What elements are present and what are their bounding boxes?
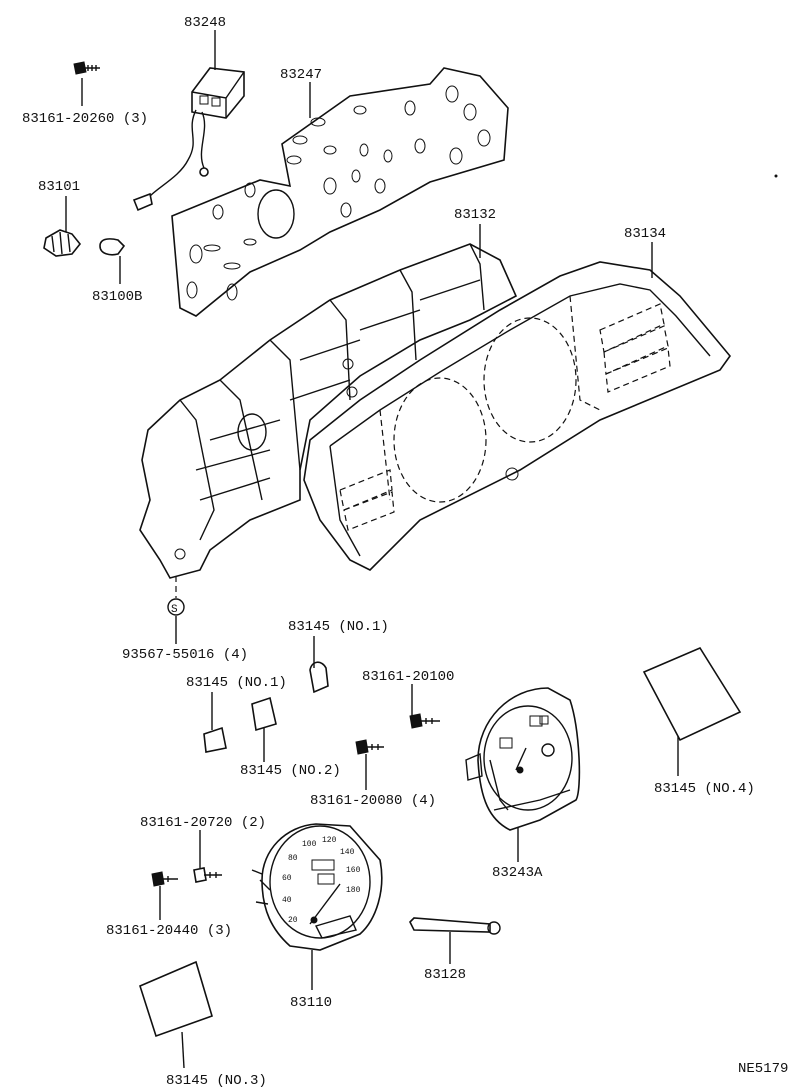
speedo-mark-100: 100 <box>302 840 317 849</box>
label-83161-20080: 83161-20080 (4) <box>310 793 436 809</box>
label-93567-55016: 93567-55016 (4) <box>122 647 248 663</box>
speedo-mark-140: 140 <box>340 848 355 857</box>
connector-83248 <box>132 67 245 212</box>
label-83100B: 83100B <box>92 289 142 305</box>
label-83247: 83247 <box>280 67 322 83</box>
screw-83161-20100 <box>409 713 440 729</box>
bulb-83100B <box>99 238 126 256</box>
label-83161-20100: 83161-20100 <box>362 669 454 685</box>
screw-83161-20260 <box>73 61 100 75</box>
label-83145-no4: 83145 (NO.4) <box>654 781 755 797</box>
leader-lines <box>65 30 679 1069</box>
label-83145-no1-a: 83145 (NO.1) <box>186 675 287 691</box>
bulb-socket-83101 <box>43 229 82 257</box>
speedo-mark-120: 120 <box>322 836 337 845</box>
label-83243A: 83243A <box>492 865 543 881</box>
label-83132: 83132 <box>454 207 496 223</box>
speedo-mark-80: 80 <box>288 854 298 863</box>
label-83161-20440: 83161-20440 (3) <box>106 923 232 939</box>
housing-83132 <box>139 243 518 579</box>
plate-83145-no1-b <box>309 661 329 694</box>
speedo-mark-180: 180 <box>346 886 361 895</box>
screw-83161-20440 <box>151 871 178 887</box>
reference-code: NE5179 <box>738 1061 788 1077</box>
speedo-mark-160: 160 <box>346 866 361 875</box>
plate-83145-no1-a <box>203 726 227 753</box>
label-83110: 83110 <box>290 995 332 1011</box>
speedo-mark-60: 60 <box>282 874 292 883</box>
screw-93567-55016: S <box>167 576 185 616</box>
label-83134: 83134 <box>624 226 666 242</box>
label-83101: 83101 <box>38 179 80 195</box>
label-83145-no3: 83145 (NO.3) <box>166 1073 267 1089</box>
screw-marker-label: S <box>171 604 178 616</box>
label-83128: 83128 <box>424 967 466 983</box>
speedometer-83110: 20 40 60 80 100 120 140 160 180 <box>251 823 383 951</box>
plate-83145-no3 <box>139 960 213 1038</box>
shaft-83128 <box>409 917 501 935</box>
cover-83134 <box>303 261 732 571</box>
label-83145-no2: 83145 (NO.2) <box>240 763 341 779</box>
screw-83161-20720 <box>193 867 222 883</box>
label-83161-20720: 83161-20720 (2) <box>140 815 266 831</box>
speedo-mark-40: 40 <box>282 896 292 905</box>
circuit-board-83247 <box>171 67 509 317</box>
screw-83161-20080 <box>355 739 384 755</box>
label-83145-no1-b: 83145 (NO.1) <box>288 619 389 635</box>
label-83248: 83248 <box>184 15 226 31</box>
plate-83145-no2 <box>251 696 277 732</box>
plate-83145-no4 <box>642 646 742 742</box>
label-83161-20260: 83161-20260 (3) <box>22 111 148 127</box>
speedo-mark-20: 20 <box>288 916 298 925</box>
gauge-83243A <box>465 687 581 831</box>
